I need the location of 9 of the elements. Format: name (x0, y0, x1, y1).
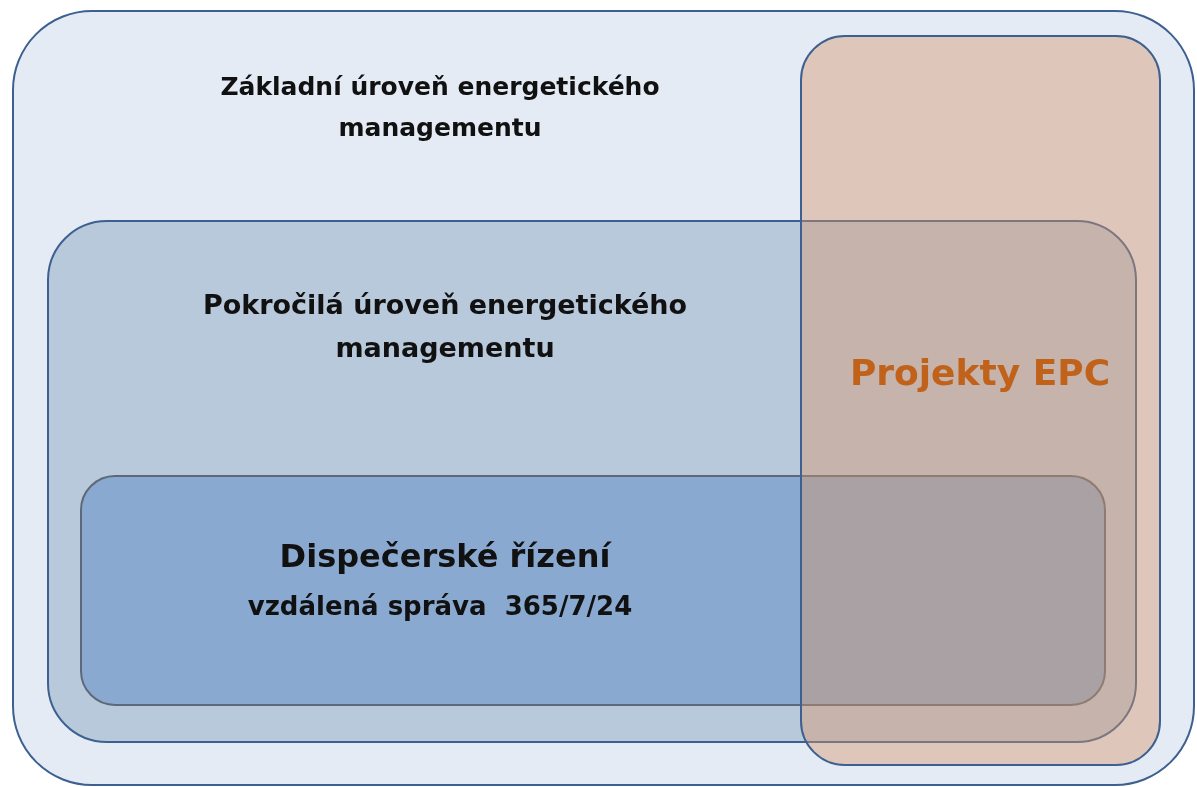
epc-projects-region (800, 35, 1161, 766)
epc-title: Projekty EPC (848, 351, 1112, 395)
level-title: Základní úroveň energetického managementu (219, 71, 661, 145)
dispatch-subtitle: vzdálená správa 365/7/24 (246, 590, 634, 623)
level-title: Pokročilá úroveň energetického managementu (201, 288, 689, 366)
advanced-level-region (47, 220, 1137, 743)
dispatch-region (80, 475, 1106, 706)
basic-level-region (12, 10, 1195, 786)
dispatch-title: Dispečerské řízení (278, 536, 613, 577)
